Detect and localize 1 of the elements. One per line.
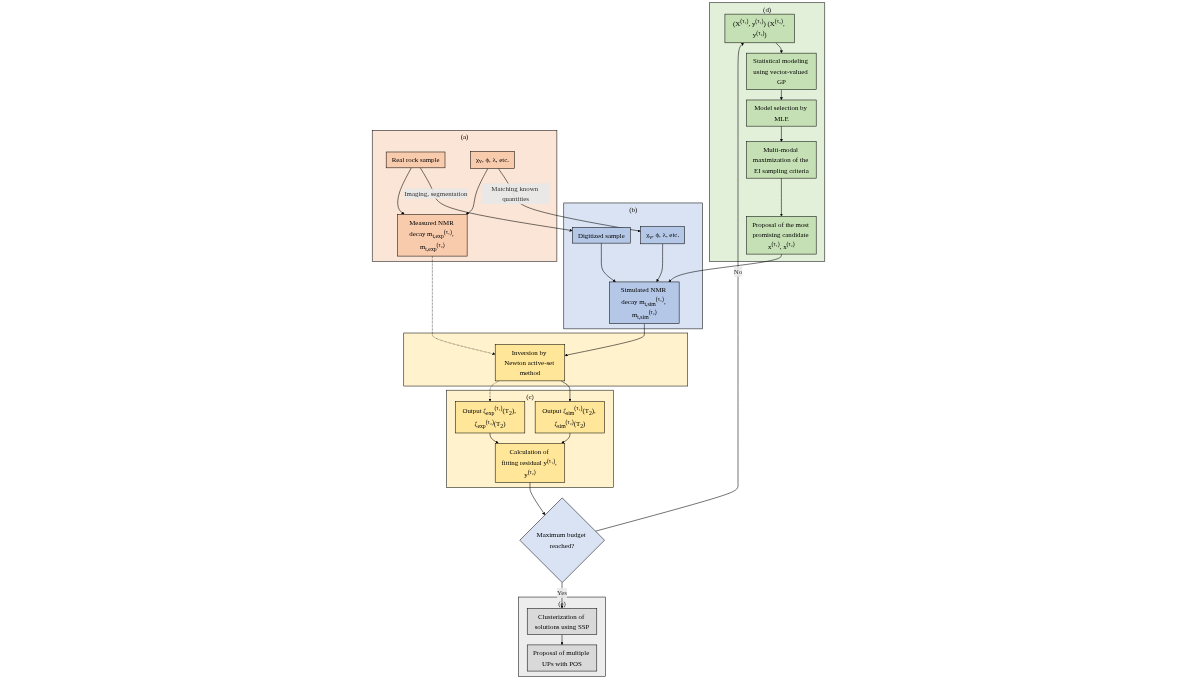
cluster xyxy=(403,332,688,387)
